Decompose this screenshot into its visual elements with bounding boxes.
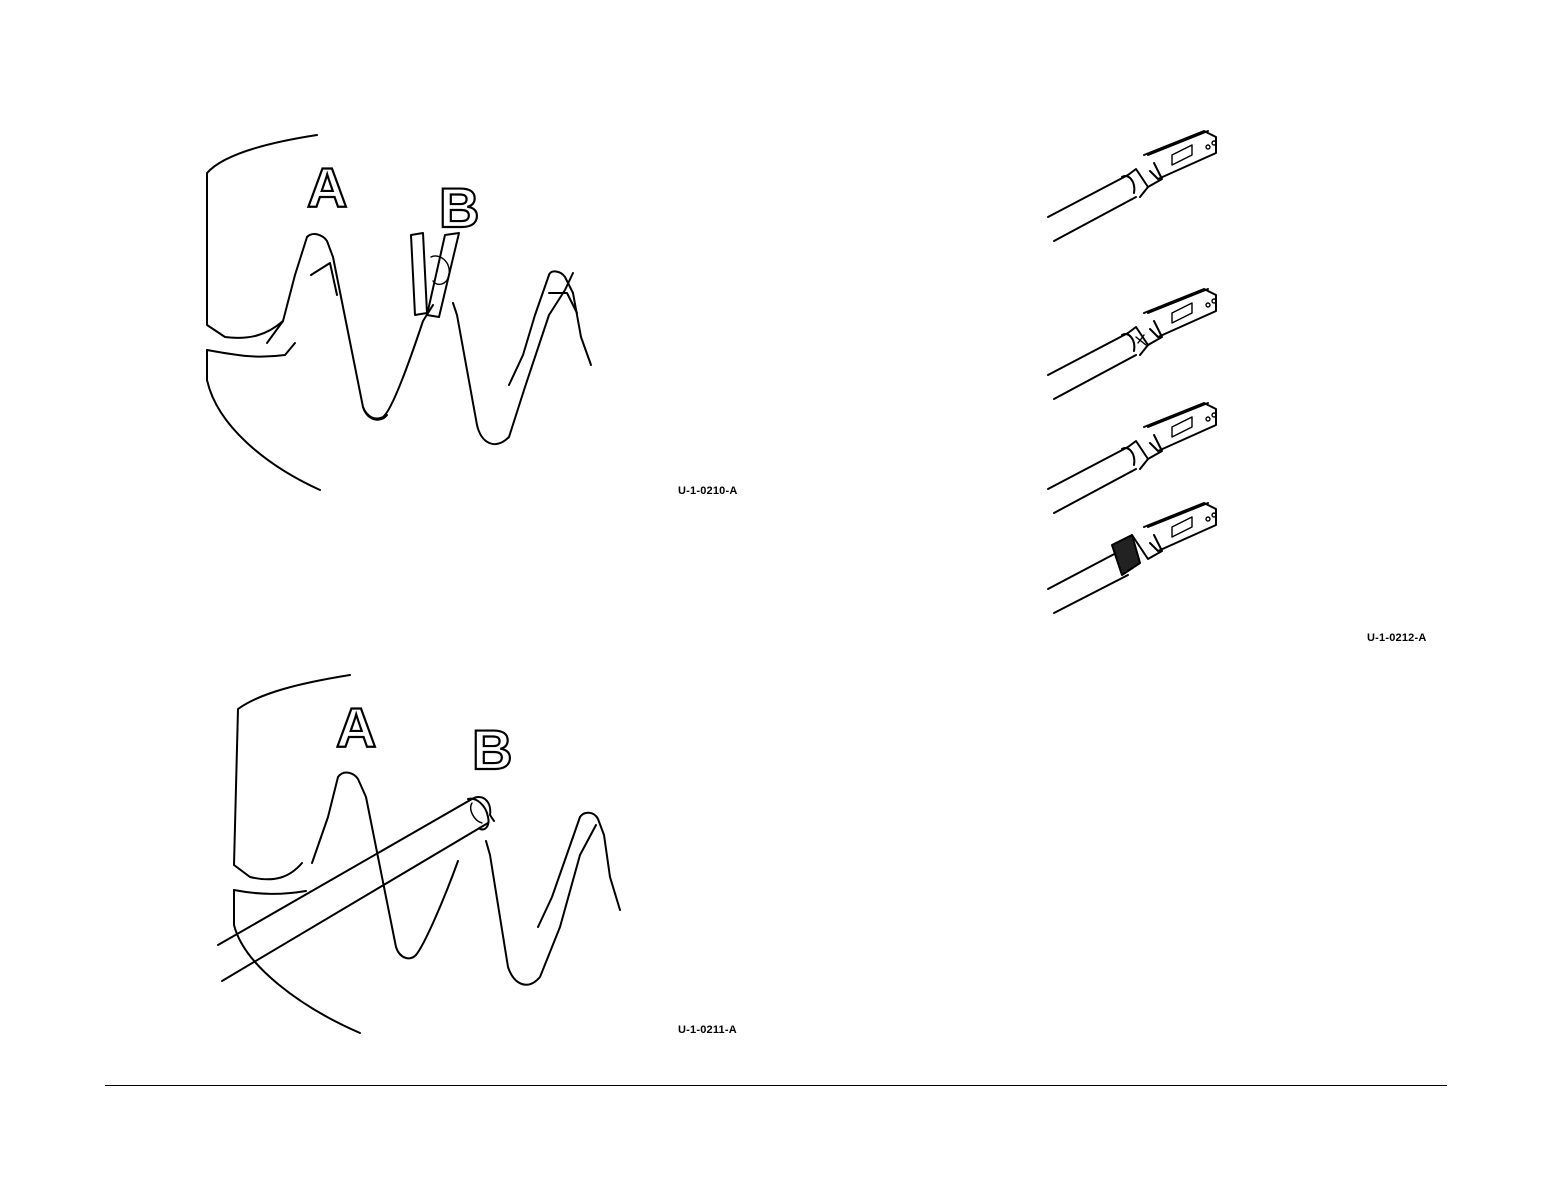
terminal-stage-2 — [1048, 289, 1216, 399]
figure-id-label: U-1-0212-A — [1367, 632, 1426, 644]
terminal-stage-3 — [1048, 403, 1216, 513]
crimp-tool-illustration: A B — [195, 125, 615, 495]
callout-b: B — [472, 718, 512, 781]
figure-id-label: U-1-0211-A — [678, 1024, 737, 1036]
svg-text:A: A — [307, 156, 347, 219]
figure-terminal-crimp-stages — [1040, 125, 1230, 625]
footer-rule — [105, 1085, 1447, 1086]
callout-a: A — [336, 696, 376, 759]
wire-crimp-illustration: A B — [210, 665, 630, 1040]
terminal-stage-1 — [1048, 131, 1216, 241]
svg-text:B: B — [472, 718, 512, 781]
figure-id-label: U-1-0210-A — [678, 485, 737, 497]
callout-b: B — [439, 176, 479, 239]
svg-text:B: B — [439, 176, 479, 239]
terminal-stages-illustration — [1040, 125, 1230, 625]
figure-wire-in-crimp-tool: A B — [210, 665, 630, 1040]
terminal-stage-4 — [1048, 503, 1216, 613]
figure-crimp-tool-jaws: A B — [195, 125, 615, 495]
callout-a: A — [307, 156, 347, 219]
svg-text:A: A — [336, 696, 376, 759]
